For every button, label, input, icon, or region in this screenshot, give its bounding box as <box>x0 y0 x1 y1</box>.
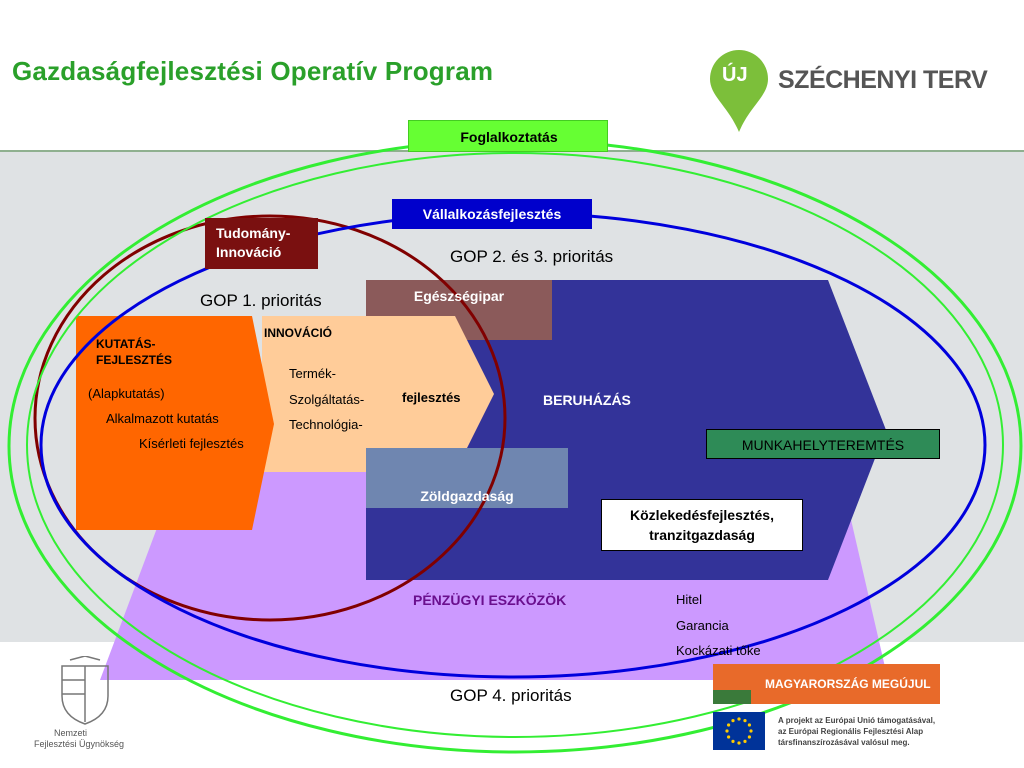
kiserleti-fejlesztes-label: Kísérleti fejlesztés <box>139 436 244 451</box>
garancia-label: Garancia <box>676 618 729 633</box>
kozlekedesfejlesztes-label: Közlekedésfejlesztés, tranzitgazdaság <box>601 499 803 551</box>
gop-4-label: GOP 4. prioritás <box>450 686 572 705</box>
szolgaltatas-label: Szolgáltatás- <box>289 392 365 407</box>
eu-text-line2: az Európai Regionális Fejlesztési Alap <box>778 727 924 736</box>
coat-of-arms-icon <box>61 655 109 725</box>
eu-flag <box>713 712 765 750</box>
munkahelyteremtes-label: MUNKAHELYTEREMTÉS <box>706 429 940 459</box>
kutatas-fejlesztes-arrow <box>76 316 274 530</box>
magyarorszag-megujul-banner: MAGYARORSZÁG MEGÚJUL <box>713 664 940 704</box>
kockazati-toke-label: Kockázati tőke <box>676 643 761 658</box>
hitel-label: Hitel <box>676 592 703 607</box>
nfu-logo: Nemzeti Fejlesztési Ügynökség <box>30 655 140 756</box>
foglalkoztatas-label: Foglalkoztatás <box>408 120 608 152</box>
page-title: Gazdaságfejlesztési Operatív Program <box>12 56 494 86</box>
zoldgazdasag-box <box>366 448 568 508</box>
zoldgazdasag-label: Zöldgazdaság <box>420 488 514 504</box>
innovacio-arrow <box>262 316 494 472</box>
eu-stars-icon <box>725 717 753 745</box>
vallalkozasfejlesztes-label: Vállalkozásfejlesztés <box>392 199 592 229</box>
nfu-line1: Nemzeti <box>54 728 88 738</box>
alkalmazott-kutatas-label: Alkalmazott kutatás <box>106 411 219 426</box>
gop-2-3-label: GOP 2. és 3. prioritás <box>450 247 614 266</box>
tudomany-innovacio-label: Tudomány- Innováció <box>205 218 318 269</box>
beruhazas-label: BERUHÁZÁS <box>543 392 631 408</box>
eu-text-line3: társfinanszírozásával valósul meg. <box>778 738 910 747</box>
logo-text: SZÉCHENYI TERV <box>778 66 988 94</box>
map-pin-icon <box>710 50 768 132</box>
logo-prefix: ÚJ <box>722 64 748 86</box>
innovacio-label: INNOVÁCIÓ <box>264 326 333 340</box>
szechenyi-logo: ÚJ SZÉCHENYI TERV <box>708 48 988 138</box>
technologia-label: Technológia- <box>289 417 363 432</box>
foglalkoztatas-ring-inner <box>26 152 1004 738</box>
egeszsegipar-label: Egészségipar <box>413 288 505 304</box>
nfu-line2: Fejlesztési Ügynökség <box>34 739 125 749</box>
alapkutatas-label: (Alapkutatás) <box>88 386 165 401</box>
kf-label-line2: FEJLESZTÉS <box>96 353 173 367</box>
tudomany-ring <box>33 214 507 622</box>
gop-1-label: GOP 1. prioritás <box>200 291 322 310</box>
eu-text-line1: A projekt az Európai Unió támogatásával, <box>778 716 936 725</box>
fejlesztes-label: fejlesztés <box>402 390 461 405</box>
termek-label: Termék- <box>289 366 336 381</box>
kf-label-line1: KUTATÁS- <box>96 337 156 351</box>
penzugyi-eszkozok-label: PÉNZÜGYI ESZKÖZÖK <box>413 592 567 608</box>
